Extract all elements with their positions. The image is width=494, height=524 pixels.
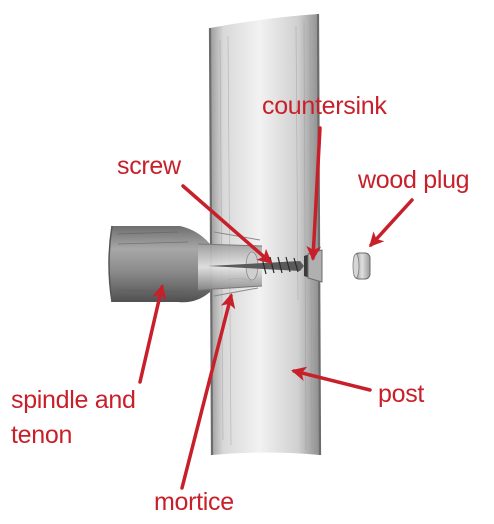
label-tenon: tenon (11, 421, 72, 450)
label-screw: screw (117, 152, 181, 181)
label-mortice: mortice (154, 488, 234, 517)
countersink-shape (308, 250, 322, 282)
wood-plug-shape (353, 253, 370, 279)
label-wood-plug: wood plug (358, 166, 469, 195)
label-countersink: countersink (262, 92, 387, 121)
label-spindle-and: spindle and (11, 386, 136, 415)
label-post: post (378, 380, 424, 409)
arrow-wood-plug (371, 200, 412, 245)
